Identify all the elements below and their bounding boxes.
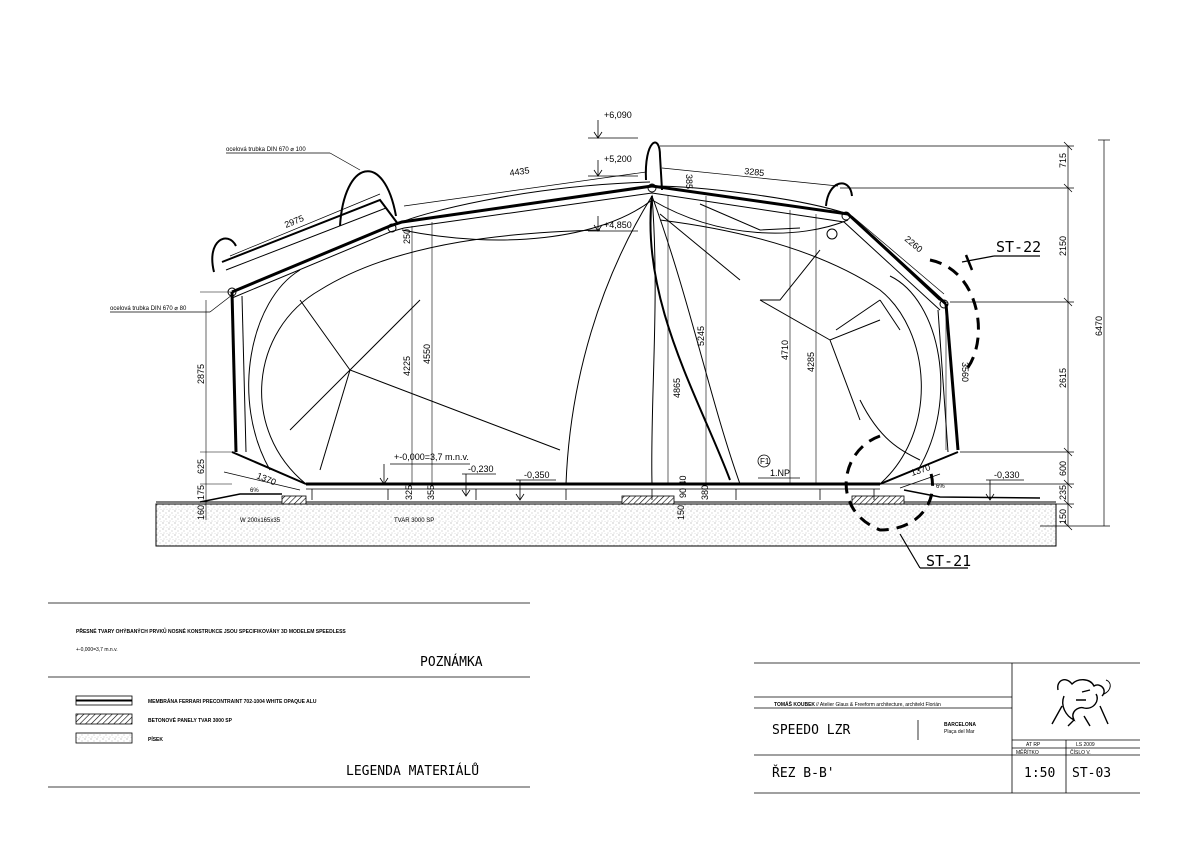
right-dim-chain: [660, 139, 1110, 531]
dim-150-mid: 150: [676, 505, 686, 520]
dim-625: 625: [196, 459, 206, 474]
legend-label-membrane: MEMBRÁNA FERRARI PRECONTRAINT 702-1004 W…: [148, 698, 317, 705]
dim-4435: 4435: [509, 165, 530, 178]
level-ridge: +5,200: [604, 154, 632, 164]
level-ground: +-0,000=3,7 m.n.v.: [394, 452, 469, 462]
arch-tubes: [211, 141, 853, 273]
university-lion-logo-icon: [1051, 679, 1111, 727]
note-slope-left: 6%: [250, 488, 259, 494]
level-floor-c: -0,330: [994, 470, 1020, 480]
dim-4710: 4710: [780, 340, 790, 360]
title-block: TOMÁŠ KOUBEK // Atelier Glaus & Freeform…: [754, 662, 1140, 794]
drawing-name: ŘEZ B-B': [772, 765, 835, 781]
dim-160: 160: [196, 505, 206, 520]
dim-325: 325: [404, 485, 414, 500]
level-inner: +4,850: [604, 220, 632, 230]
roof-structure: [221, 181, 960, 485]
stage-label: AT RP: [1026, 742, 1041, 748]
concrete-panels: [281, 495, 905, 505]
dim-600: 600: [1058, 461, 1068, 476]
note-text-2: +-0,000=3,7 m.n.v.: [76, 647, 118, 653]
project-name: SPEEDO LZR: [772, 723, 850, 738]
dim-715: 715: [1058, 153, 1068, 168]
inner-membrane: [248, 194, 942, 485]
legend-swatch-hatch: [75, 713, 133, 725]
dim-1370: 1370: [255, 471, 277, 488]
legend-label-hatch: BETONOVÉ PANELY TVAR 3000 SP: [148, 716, 233, 724]
callout-f1-note: 1.NP: [770, 468, 790, 478]
dim-2875: 2875: [196, 364, 206, 384]
section-labels: +6,090 +5,200 +4,850 +-0,000=3,7 m.n.v. …: [110, 110, 1104, 570]
legend-block: MEMBRÁNA FERRARI PRECONTRAINT 702-1004 W…: [48, 695, 530, 788]
dim-355: 355: [426, 485, 436, 500]
scale-label: MĚŘÍTKO: [1016, 748, 1039, 756]
sand-ground: [155, 503, 1057, 547]
number-label: ČÍSLO V.: [1070, 749, 1091, 756]
callout-st22: ST-22: [996, 238, 1041, 256]
level-floor-a: -0,230: [468, 464, 494, 474]
dim-2975: 2975: [283, 213, 305, 230]
dim-150-right: 150: [1058, 509, 1068, 524]
dim-6470: 6470: [1094, 316, 1104, 336]
dim-1370b: 1370: [910, 462, 932, 478]
note-slope-right: 6%: [936, 484, 945, 490]
detail-circles: [844, 258, 980, 532]
dim-4285: 4285: [806, 352, 816, 372]
dim-250: 250: [402, 229, 412, 244]
note-tube-top: ocelová trubka DIN 670 ⌀ 100: [226, 147, 306, 153]
dim-4865: 4865: [672, 378, 682, 398]
sheet-number: ST-03: [1072, 766, 1111, 781]
note-text-1: PŘESNÉ TVARY OHÝBANÝCH PRVKŮ NOSNÉ KONST…: [76, 627, 346, 635]
callout-f1: F1: [760, 457, 770, 466]
place-name: Plaça del Mar: [944, 729, 975, 735]
legend-swatch-sand: [75, 732, 133, 744]
date-value: LS 2009: [1076, 742, 1095, 748]
section-drawing: +6,090 +5,200 +4,850 +-0,000=3,7 m.n.v. …: [110, 110, 1110, 570]
dim-3285: 3285: [744, 166, 765, 178]
dim-2150: 2150: [1058, 236, 1068, 256]
legend-swatch-membrane: [75, 695, 133, 706]
dim-3560: 3560: [960, 362, 970, 382]
city-name: BARCELONA: [944, 722, 976, 728]
dim-5245: 5245: [696, 326, 706, 346]
dim-175: 175: [196, 485, 206, 500]
dim-2615: 2615: [1058, 368, 1068, 388]
level-markers: [379, 120, 1024, 501]
dim-380: 380: [700, 485, 710, 500]
dim-4550: 4550: [422, 344, 432, 364]
callout-st21: ST-21: [926, 552, 971, 570]
notes-block: PŘESNÉ TVARY OHÝBANÝCH PRVKŮ NOSNÉ KONST…: [48, 602, 530, 678]
dim-4225: 4225: [402, 356, 412, 376]
note-tube-side: ocelová trubka DIN 670 ⌀ 80: [110, 306, 187, 312]
dim-235: 235: [1058, 485, 1068, 500]
level-floor-b: -0,350: [524, 470, 550, 480]
legend-heading: LEGENDA MATERIÁLŮ: [346, 763, 479, 779]
scale-value: 1:50: [1024, 766, 1055, 781]
note-beam: W 200x165x35: [240, 518, 281, 524]
dim-90-40: 90 40: [678, 475, 688, 498]
studio-name: // Atelier Glaus & Freeform architecture…: [816, 702, 941, 708]
author-name: TOMÁŠ KOUBEK: [774, 700, 815, 708]
level-top: +6,090: [604, 110, 632, 120]
dim-2260: 2260: [903, 234, 925, 255]
legend-label-sand: PÍSEK: [148, 735, 163, 743]
notes-heading: POZNÁMKA: [420, 654, 483, 670]
note-panel: TVAR 3000 SP: [394, 518, 434, 524]
dim-385: 385: [684, 174, 694, 189]
